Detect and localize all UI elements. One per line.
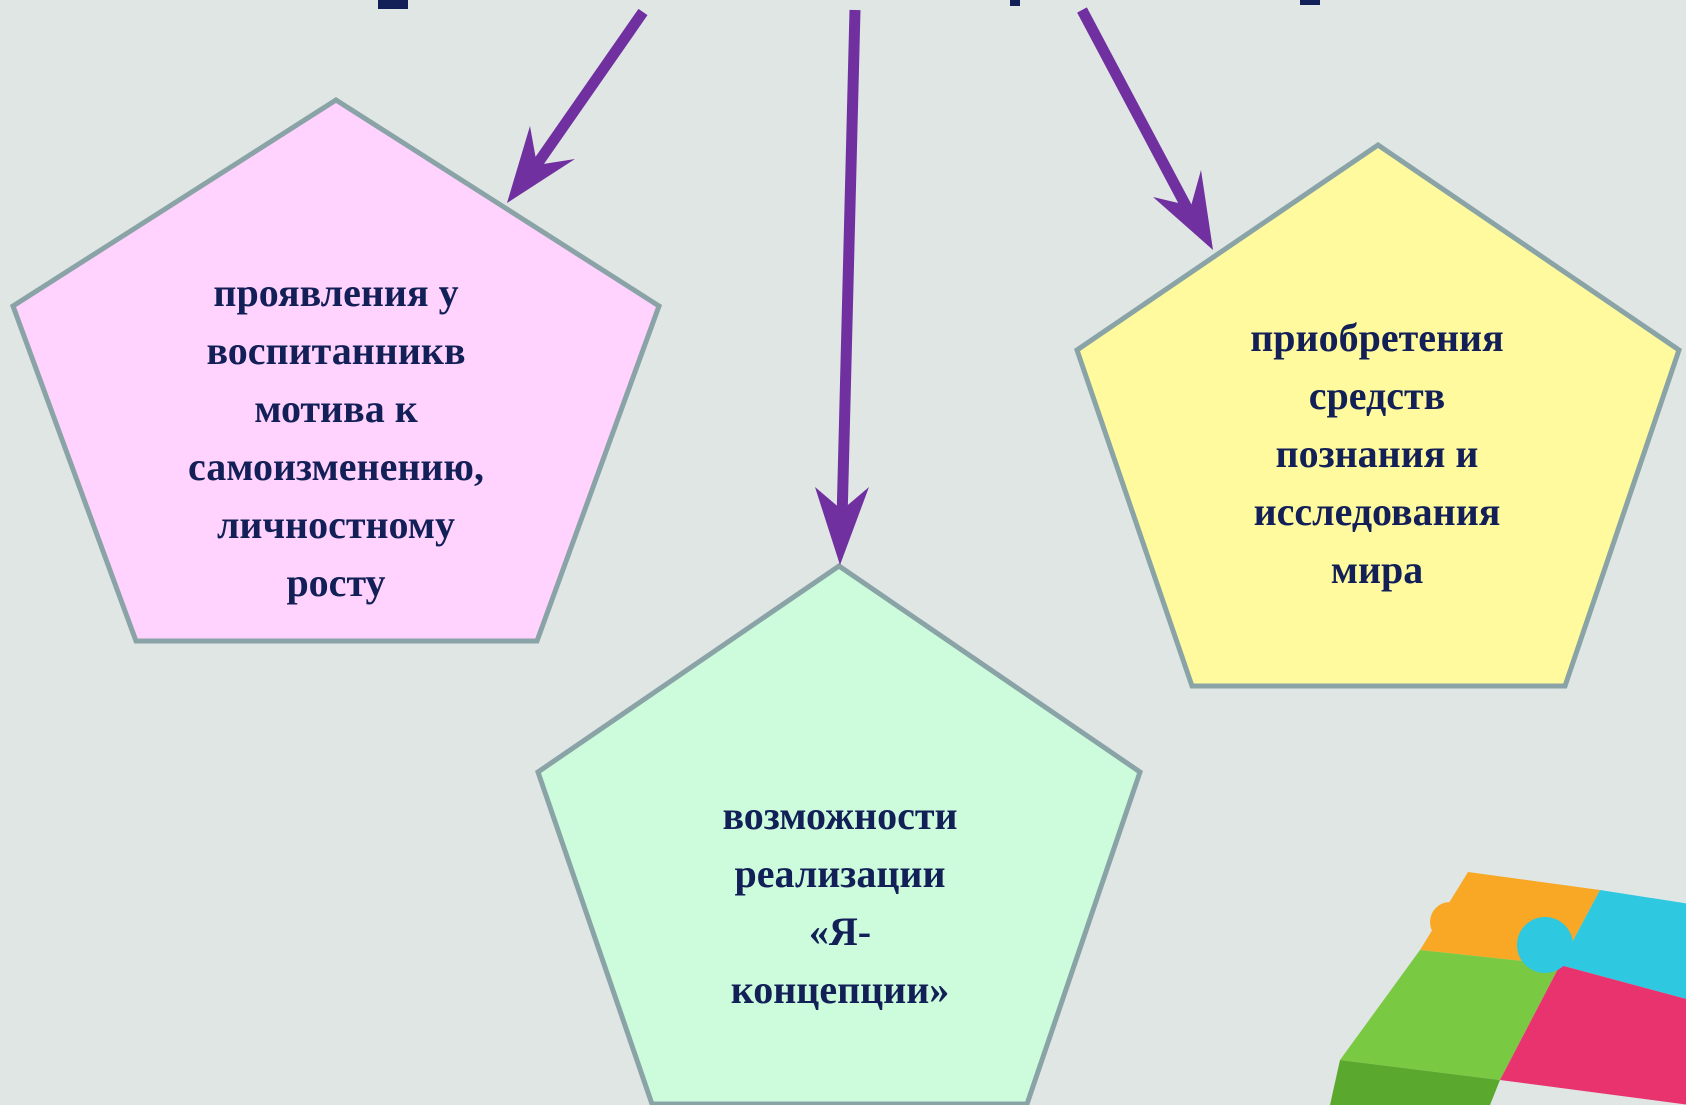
green-pentagon	[535, 562, 1143, 1105]
puzzle-icon	[1330, 872, 1686, 1105]
arrow-to-green	[815, 9, 869, 565]
yellow-pentagon	[1074, 141, 1682, 689]
cropped-heading-fragment	[378, 0, 1320, 9]
pink-box-text: проявления у воспитанникв мотива к самои…	[188, 270, 484, 605]
green-box-text: возможности реализации «Я- концепции»	[722, 793, 958, 1012]
arrow-to-yellow	[1077, 7, 1213, 250]
yellow-box-text: приобретения средств познания и исследов…	[1250, 315, 1504, 592]
arrow-to-pink	[507, 8, 648, 203]
pink-pentagon	[9, 97, 663, 644]
